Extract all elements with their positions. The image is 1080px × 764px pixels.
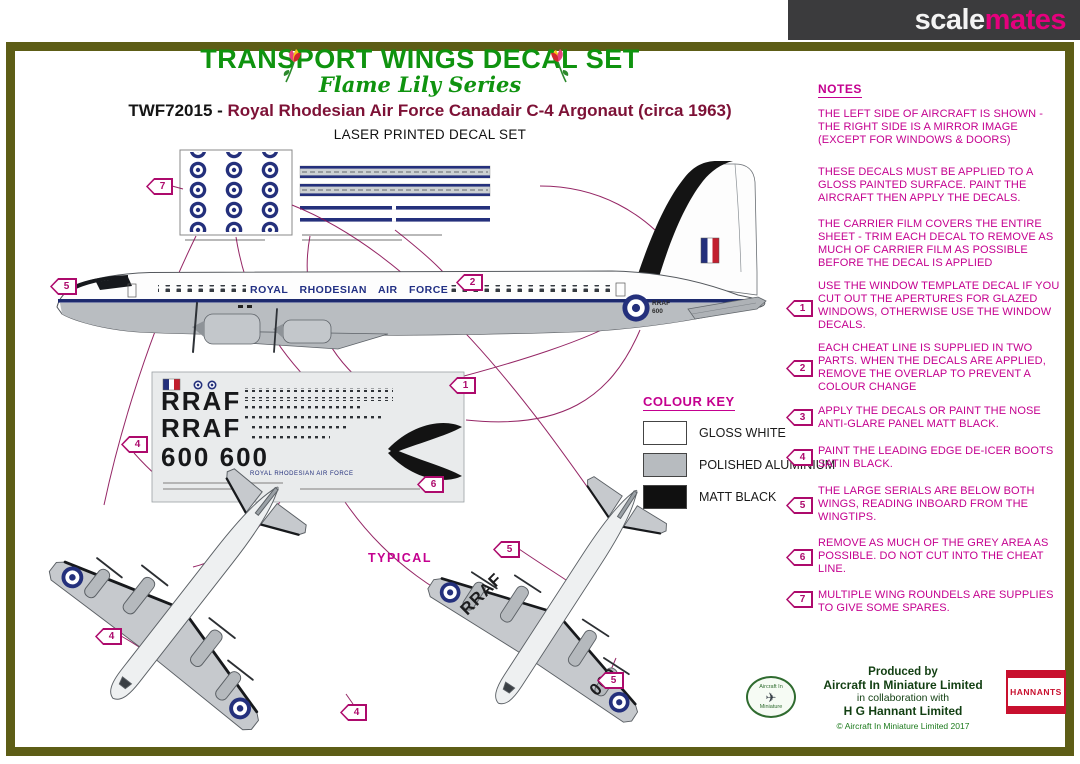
note-intro-2: THESE DECALS MUST BE APPLIED TO A GLOSS … [818,166,1033,204]
swatch-label: MATT BLACK [699,490,777,504]
callout-tag-6: 6 [417,476,444,493]
notes-heading: NOTES [818,82,862,98]
note-text: THE LARGE SERIALS ARE BELOW BOTH WINGS, … [818,485,1035,523]
note-tag-6: 6 [786,549,813,566]
collaboration-line: in collaboration with [856,692,950,704]
colour-key-heading: COLOUR KEY [643,394,735,411]
product-code: TWF72015 - [128,101,223,120]
partner-name: H G Hannant Limited [843,704,963,718]
brand-scale: scale [914,3,986,36]
note-text: PAINT THE LEADING EDGE DE-ICER BOOTS SAT… [818,445,1054,470]
scalemates-logo-box: scalemates [788,0,1080,40]
copyright-line: © Aircraft In Miniature Limited 2017 [836,721,970,731]
flame-lily-icon [551,49,569,83]
hannants-wordmark: HANNANTS [1010,687,1062,697]
flame-lily-icon [283,49,301,83]
product-line: TWF72015 - Royal Rhodesian Air Force Can… [110,101,750,121]
note-tag-3: 3 [786,409,813,426]
callout-tag-4: 4 [121,436,148,453]
top-banner: scalemates [0,0,1080,40]
callout-tag-2: 2 [456,274,483,291]
product-name: Royal Rhodesian Air Force Canadair C-4 A… [222,101,732,120]
callout-tag-1: 1 [449,377,476,394]
note-tag-2: 2 [786,360,813,377]
hannants-stripe [1008,706,1064,712]
airplane-icon: ✈ [765,689,777,705]
callout-tag-5: 5 [50,278,77,295]
swatch-label: POLISHED ALUMINIUM [699,458,836,472]
sheet-title: TRANSPORT WINGS DECAL SET [200,44,640,74]
scalemates-logo: scalemates [914,3,1067,36]
hannants-logo: HANNANTS [1006,670,1066,714]
callout-tag-4c: 4 [340,704,367,721]
callout-tag-7: 7 [146,178,173,195]
note-tag-5: 5 [786,497,813,514]
typical-label: TYPICAL [368,551,432,565]
swatch-label: GLOSS WHITE [699,426,786,440]
series-name: Flame Lily Series [318,72,522,97]
credits-text: Produced by Aircraft In Miniature Limite… [800,666,1006,731]
note-intro-3: THE CARRIER FILM COVERS THE ENTIRE SHEET… [818,218,1054,269]
note-intro-1: THE LEFT SIDE OF AIRCRAFT IS SHOWN - THE… [818,108,1044,146]
note-tag-4: 4 [786,449,813,466]
callout-tag-5c: 5 [597,672,624,689]
brand-mates: mates [984,3,1067,36]
note-text: APPLY THE DECALS OR PAINT THE NOSE ANTI-… [818,405,1041,430]
note-tag-1: 1 [786,300,813,317]
callout-tag-4b: 4 [95,628,122,645]
aircraft-in-miniature-logo: Aircraft In ✈ Miniature [746,676,796,718]
company-name: Aircraft In Miniature Limited [823,678,983,692]
note-text: REMOVE AS MUCH OF THE GREY AREA AS POSSI… [818,537,1049,575]
callout-tag-5b: 5 [493,541,520,558]
note-text: MULTIPLE WING ROUNDELS ARE SUPPLIES TO G… [818,589,1054,614]
swatch-gloss-white [643,421,687,445]
page-border-frame [6,42,1074,756]
credits-block: Aircraft In ✈ Miniature Produced by Airc… [742,664,1072,754]
produced-by: Produced by [868,666,938,678]
swatch-matt-black [643,485,687,509]
note-tag-7: 7 [786,591,813,608]
note-text: EACH CHEAT LINE IS SUPPLIED IN TWO PARTS… [818,342,1046,393]
swatch-polished-aluminium [643,453,687,477]
laser-printed-label: LASER PRINTED DECAL SET [333,127,527,142]
aim-logo-top: Aircraft In [759,684,783,691]
note-text: USE THE WINDOW TEMPLATE DECAL IF YOU CUT… [818,280,1060,331]
hannants-stripe [1008,672,1064,678]
aim-logo-bottom: Miniature [759,703,783,710]
